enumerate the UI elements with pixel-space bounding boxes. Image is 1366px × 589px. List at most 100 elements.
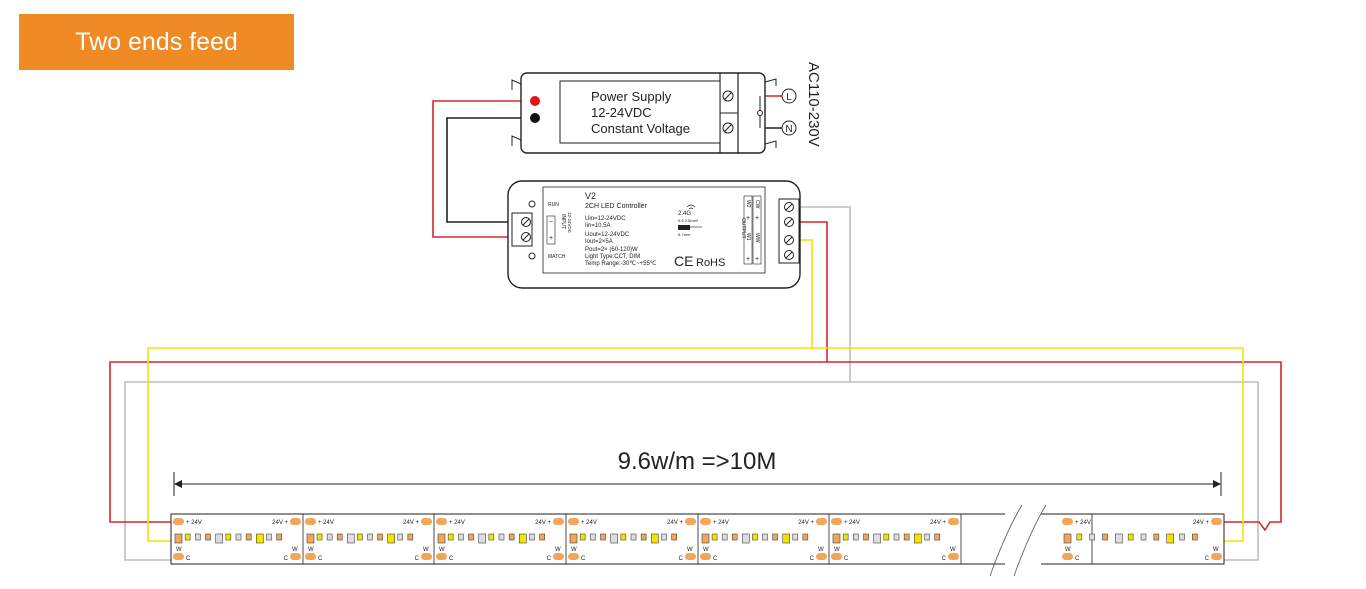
led-chip — [468, 533, 474, 541]
pad-label-w-right: W — [687, 547, 693, 553]
pad-c — [831, 553, 842, 560]
led-chip — [721, 533, 728, 541]
wires — [109, 95, 1282, 561]
led-chip — [519, 533, 527, 544]
svg-text:Pout=2× (60-120)W: Pout=2× (60-120)W — [585, 247, 638, 253]
pad-c — [305, 553, 316, 560]
led-chip — [508, 533, 515, 541]
pad-label-w: W — [308, 547, 314, 553]
led-chip — [651, 533, 659, 544]
pad-plus-right — [290, 518, 301, 525]
svg-text:+: + — [746, 256, 750, 263]
led-chip — [792, 533, 799, 541]
svg-text:Uin=12-24VDC: Uin=12-24VDC — [585, 216, 626, 222]
length-dimension: 9.6w/m =>10M — [173, 448, 1222, 496]
led-chip — [832, 533, 841, 544]
pad-plus — [305, 518, 316, 525]
led-chip — [1127, 533, 1134, 541]
led-chip — [205, 533, 211, 541]
wire-yellow — [147, 239, 813, 542]
pad-c-right — [948, 553, 959, 560]
pad-label-c-right: C — [1205, 556, 1210, 562]
psu-negative-terminal — [530, 113, 540, 123]
pad-c — [1062, 553, 1073, 560]
led-chip — [447, 533, 454, 541]
wire-psu-positive — [432, 100, 534, 238]
led-chip — [367, 533, 373, 541]
led-chip — [863, 533, 869, 541]
led-chip — [853, 533, 859, 541]
led-chip — [1102, 533, 1108, 541]
led-chip — [529, 533, 535, 541]
power-supply: Power Supply 12-24VDC Constant Voltage L… — [511, 62, 822, 154]
led-chip — [671, 533, 677, 541]
strip-break — [1005, 505, 1041, 577]
pad-plus-right — [1211, 518, 1222, 525]
pad-label-v24: 24V + — [535, 520, 551, 526]
led-chip — [752, 533, 758, 541]
pad-plus-right — [553, 518, 564, 525]
led-chip — [640, 533, 647, 541]
pad-plus — [1062, 518, 1073, 525]
svg-text:CW: CW — [754, 200, 760, 209]
led-chip — [731, 533, 738, 541]
pad-label-w: W — [439, 547, 445, 553]
led-chip — [347, 533, 355, 544]
led-chip — [184, 533, 191, 541]
pad-label-c: C — [449, 556, 454, 562]
pad-label-c: C — [1075, 556, 1080, 562]
led-chip — [357, 533, 363, 541]
pad-label-v24: 24V + — [272, 520, 288, 526]
pad-label-w: W — [176, 547, 182, 553]
svg-text:W1: W1 — [745, 233, 751, 241]
led-chip — [661, 533, 667, 541]
rf-label: 2.4G — [678, 211, 691, 217]
led-chip — [1179, 533, 1185, 541]
pad-plus — [436, 518, 447, 525]
svg-text:5.5 2.5mm²: 5.5 2.5mm² — [678, 218, 699, 223]
pad-plus-right — [816, 518, 827, 525]
wire-yellow-right — [812, 347, 1244, 542]
pad-label-plus: + 24V — [186, 520, 202, 526]
led-chip — [1140, 533, 1147, 541]
led-chip — [245, 533, 252, 541]
pad-label-v24: 24V + — [667, 520, 683, 526]
led-chip — [407, 533, 414, 541]
pad-label-c-right: C — [547, 556, 552, 562]
pad-c — [436, 553, 447, 560]
pad-label-v24: 24V + — [930, 520, 946, 526]
pad-plus-right — [948, 518, 959, 525]
led-chip — [893, 533, 900, 541]
led-chip — [802, 533, 809, 541]
led-chip — [437, 533, 446, 544]
run-indicator — [528, 200, 536, 208]
wire-gray — [124, 206, 851, 561]
led-chip — [256, 533, 264, 544]
svg-text:Uout=12-24VDC: Uout=12-24VDC — [585, 232, 630, 238]
match-button — [528, 252, 536, 260]
svg-text:Temp Range:-30℃~+55℃: Temp Range:-30℃~+55℃ — [585, 261, 657, 267]
title-badge: Two ends feed — [19, 14, 294, 70]
led-chip — [235, 533, 242, 541]
wire-red-right — [827, 361, 1282, 532]
pad-label-plus: + 24V — [318, 520, 334, 526]
led-chip — [387, 533, 395, 544]
pad-label-c-right: C — [810, 556, 815, 562]
psu-screw-live — [722, 90, 734, 102]
pad-label-w: W — [571, 547, 577, 553]
pad-label-w-right: W — [292, 547, 298, 553]
svg-text:WW: WW — [754, 233, 760, 243]
wire-psu-negative — [446, 117, 534, 223]
led-chip — [215, 533, 223, 544]
led-chip — [1089, 533, 1095, 541]
led-chip — [701, 533, 710, 544]
pad-label-w-right: W — [1213, 547, 1219, 553]
led-chip — [600, 533, 606, 541]
pad-label-c-right: C — [415, 556, 420, 562]
live-circle — [781, 88, 797, 104]
led-chip — [195, 533, 201, 541]
led-chip — [842, 533, 849, 541]
psu-line2: 12-24VDC — [591, 105, 652, 120]
svg-text:Iin=10.5A: Iin=10.5A — [585, 223, 611, 229]
ac-voltage-label: AC110-230V — [805, 62, 822, 147]
